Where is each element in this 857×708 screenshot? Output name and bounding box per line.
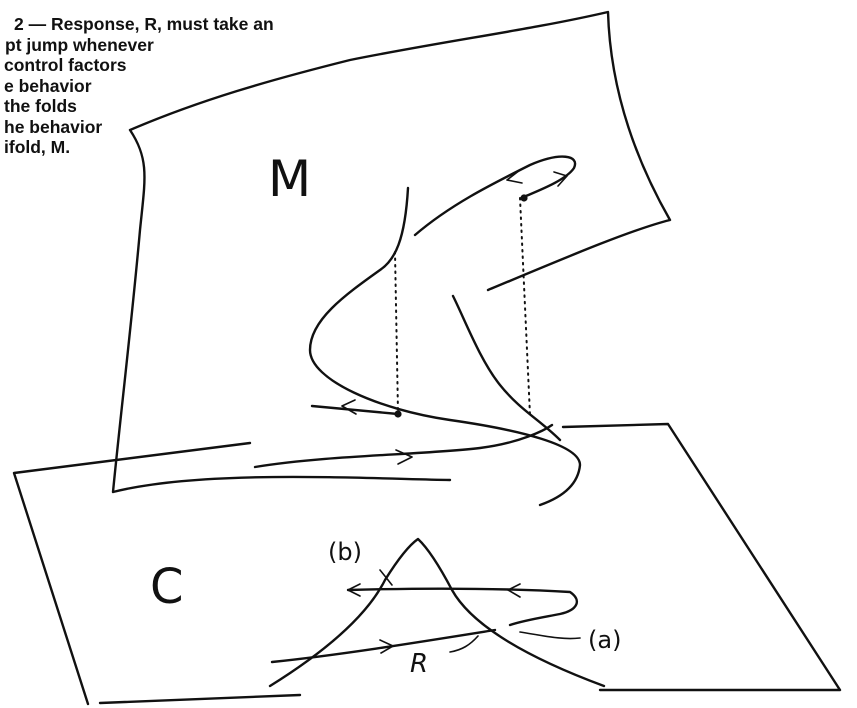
caption-line: control factors (0, 55, 380, 76)
upper-path (415, 157, 575, 235)
figure-caption: 2 — Response, R, must take an pt jump wh… (0, 14, 380, 158)
label-control-plane: C (150, 559, 184, 615)
control-path-upper (348, 589, 577, 625)
caption-line: 2 — Response, R, must take an (0, 14, 380, 35)
caption-line: e behavior (0, 76, 380, 97)
fold-inner-curve (453, 296, 560, 440)
label-manifold: M (268, 150, 311, 208)
leader-a (520, 632, 580, 639)
caption-line: he behavior (0, 117, 380, 138)
label-region-r: R (410, 649, 428, 679)
caption-line: the folds (0, 96, 380, 117)
projection-left (395, 252, 398, 412)
projection-right (520, 198, 530, 415)
caption-line: pt jump whenever (0, 35, 380, 56)
lower-arrow (396, 450, 412, 464)
jump-point-left (394, 410, 401, 417)
leader-r (450, 636, 478, 652)
cusp-region (270, 539, 604, 686)
middle-arrow (342, 400, 356, 414)
caption-line: ifold, M. (0, 137, 380, 158)
jump-point-right (520, 194, 527, 201)
label-point-a: (a) (588, 626, 621, 654)
label-point-b: (b) (328, 538, 362, 566)
control-path-lower (272, 630, 495, 662)
